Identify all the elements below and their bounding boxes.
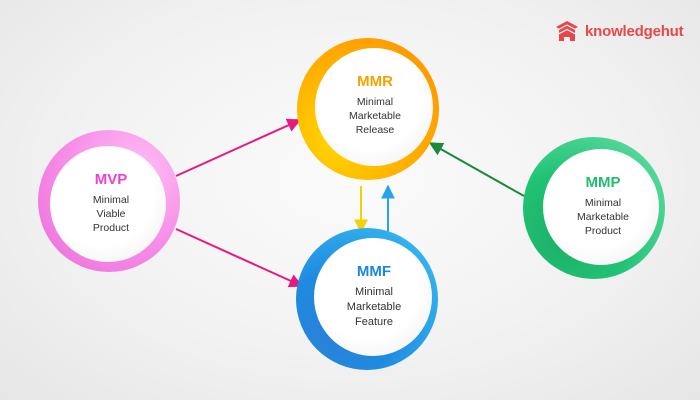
brand-name: knowledgehut	[585, 22, 684, 40]
arrow-mmp-to-mmr	[428, 142, 525, 197]
node-abbr: MMR	[357, 73, 393, 91]
arrow-mvp-to-mmf	[175, 228, 304, 288]
node-label-line: Marketable	[577, 211, 629, 224]
node-label: Minimal Viable Product	[93, 193, 129, 236]
node-label: Minimal Marketable Release	[349, 95, 401, 138]
node-label-line: Viable	[96, 208, 126, 221]
node-label: Minimal Marketable Product	[577, 196, 629, 239]
node-abbr: MMP	[585, 174, 621, 192]
node-mmr: MMR Minimal Marketable Release	[297, 38, 439, 180]
node-label-line: Marketable	[349, 110, 401, 123]
node-face	[543, 149, 659, 265]
node-mmf: MMF Minimal Marketable Feature	[296, 228, 438, 370]
node-mmp: MMP Minimal Marketable Product	[523, 137, 665, 279]
node-label-line: Marketable	[346, 300, 402, 313]
node-label-line: Feature	[355, 315, 393, 328]
node-label-line: Minimal	[92, 193, 130, 206]
node-label-line: Product	[584, 225, 622, 238]
node-face	[315, 48, 433, 166]
logo: knowledgehut	[555, 20, 684, 42]
node-mvp: MVP Minimal Viable Product	[38, 130, 180, 272]
node-face	[50, 146, 166, 262]
node-label-line: Minimal	[355, 285, 393, 298]
node-label: Minimal Marketable Feature	[347, 285, 401, 330]
node-label-line: Minimal	[584, 196, 622, 209]
house-stack-icon	[556, 21, 578, 41]
arrow-mvp-to-mmr	[175, 118, 302, 177]
node-abbr: MVP	[94, 171, 128, 189]
node-label-line: Product	[92, 222, 130, 235]
node-abbr: MMF	[356, 263, 392, 281]
node-label-line: Release	[355, 124, 395, 137]
node-face	[314, 238, 432, 356]
node-label-line: Minimal	[356, 95, 394, 108]
